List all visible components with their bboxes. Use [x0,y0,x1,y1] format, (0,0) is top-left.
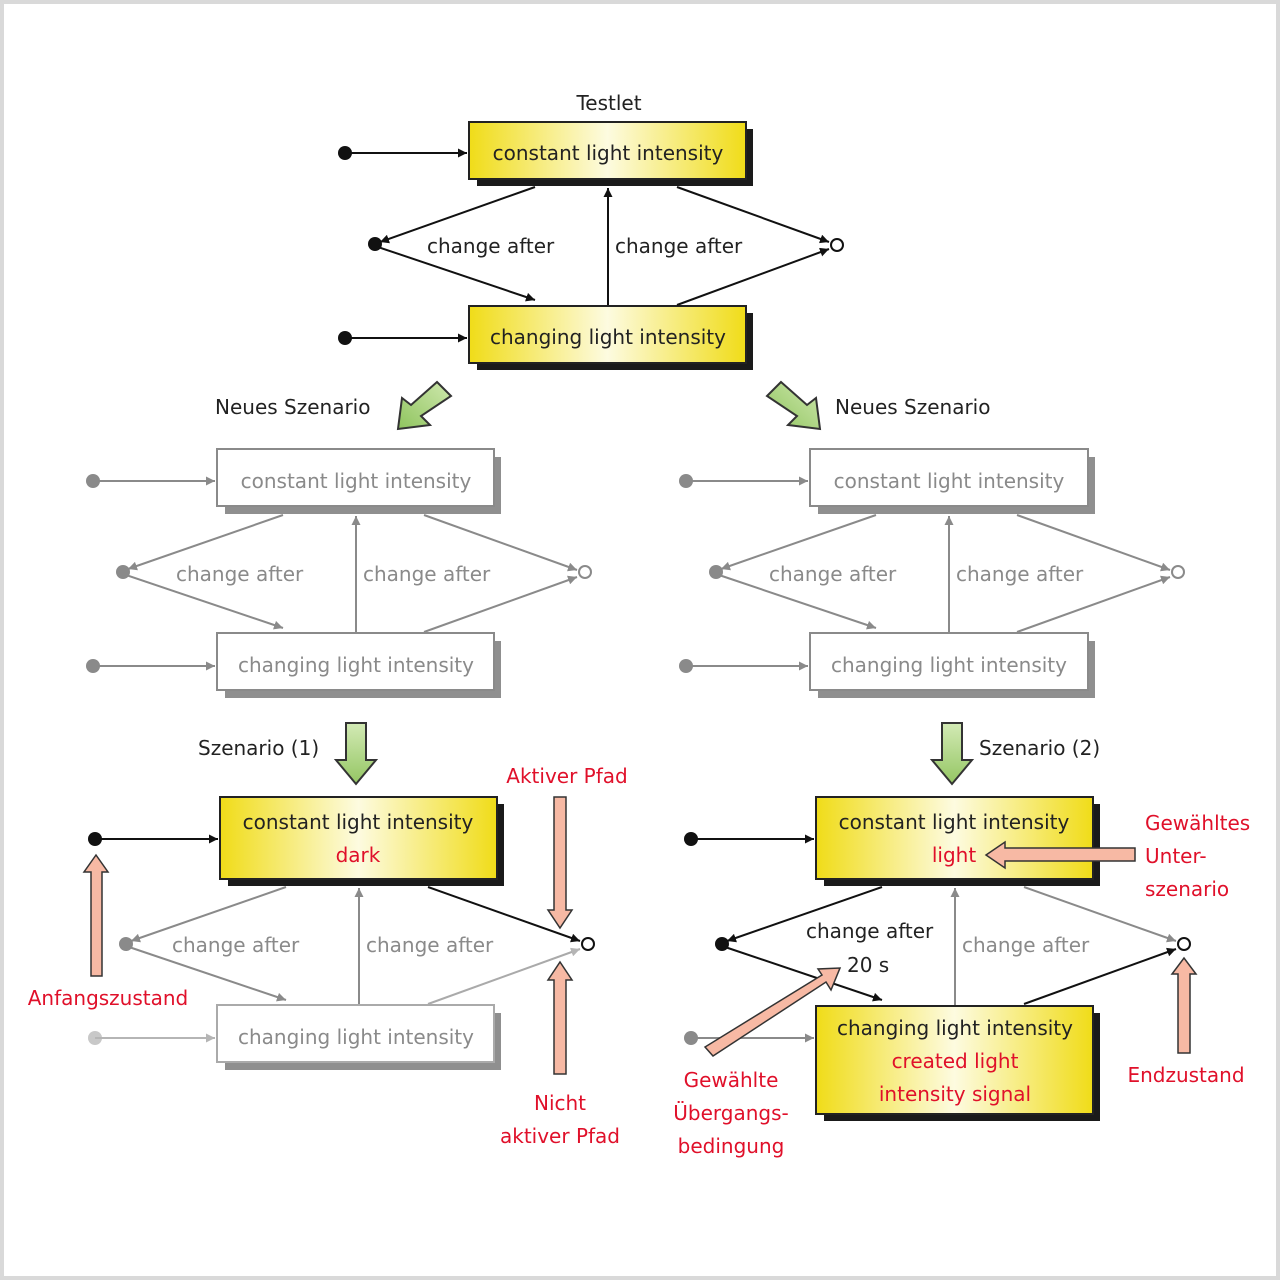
transition-arrow [377,246,536,302]
state-changing-light-intensity: changing light intensity [809,632,1095,698]
state-changing-light-intensity: changing light intensity [216,632,501,698]
transition-arrow [676,186,830,244]
new-scenario-label: Neues Szenario [835,395,990,419]
testlet-diagram: Testlet constant light intensity changin… [338,91,844,370]
final-state-annotation: Endzustand [1127,1063,1244,1087]
transition-arrow-active [726,886,883,943]
transition-label: change after [172,933,300,957]
sub-scenario-label: dark [336,843,381,867]
junction-dot [709,565,723,579]
transition-arrow [130,886,287,943]
chosen-transition-label: bedingung [678,1134,785,1158]
initial-state-annotation: Anfangszustand [28,986,189,1010]
chosen-subscenario-label: Gewähltes [1145,811,1250,835]
inactive-path-label: Nicht [534,1091,586,1115]
transition-arrow [423,514,578,572]
final-state-circle [581,937,595,951]
salmon-arrow-icon [82,853,110,977]
scenario-1: Szenario (1) constant light intensity da… [28,722,628,1148]
state-label: changing light intensity [238,1025,474,1049]
state-label: constant light intensity [241,469,472,493]
state-constant-light-intensity-active: constant light intensity dark [219,796,504,886]
transition-label: change after [427,234,555,258]
junction-dot [119,937,133,951]
transition-arrow-active [427,886,581,943]
scenario-2: Szenario (2) constant light intensity li… [673,722,1250,1158]
scenario-label: Szenario (1) [198,736,319,760]
junction-dot [368,237,382,251]
chosen-transition-label: Gewählte [684,1068,779,1092]
state-changing-light-intensity: changing light intensity [216,1004,501,1070]
chosen-subscenario-label: Unter- [1145,844,1207,868]
state-label: constant light intensity [839,810,1070,834]
final-state-circle [1177,937,1191,951]
transition-arrow-active [724,946,883,1002]
transition-label: change after [366,933,494,957]
transition-arrow-inactive [427,947,581,1005]
chosen-transition-label: Übergangs- [673,1101,788,1125]
salmon-arrow-icon [703,967,842,1057]
state-constant-light-intensity: constant light intensity [809,448,1095,514]
transition-arrow [676,247,830,306]
state-changing-light-intensity-active: changing light intensity created light i… [815,1005,1100,1121]
transition-arrow [379,186,536,244]
green-down-arrow-icon [929,722,975,786]
scenario-copy-left: constant light intensity changing light … [86,448,592,698]
junction-dot [116,565,130,579]
transition-label: change after [806,919,934,943]
transition-arrow [127,514,284,571]
transition-time-label: 20 s [847,953,889,977]
state-label: changing light intensity [837,1016,1073,1040]
state-changing-light-intensity: changing light intensity [468,305,753,370]
new-scenario-left: Neues Szenario [215,380,453,431]
sub-scenario-label: intensity signal [879,1082,1031,1106]
transition-label: change after [769,562,897,586]
transition-arrow [720,514,877,571]
state-label: constant light intensity [243,810,474,834]
transition-arrow-inactive [1023,886,1177,943]
transition-arrow [718,574,877,630]
transition-arrow [125,574,284,630]
green-arrow-icon [396,380,453,431]
salmon-arrow-icon [546,960,574,1075]
green-arrow-icon [765,380,822,431]
transition-arrow [128,946,287,1002]
transition-label: change after [176,562,304,586]
state-label: changing light intensity [490,325,726,349]
testlet-title: Testlet [575,91,641,115]
sub-scenario-label: light [932,843,976,867]
green-down-arrow-icon [333,722,379,786]
state-label: changing light intensity [238,653,474,677]
transition-arrow [1016,575,1171,633]
state-label: constant light intensity [834,469,1065,493]
transition-arrow-active [1023,947,1177,1005]
sub-scenario-label: created light [892,1049,1019,1073]
salmon-arrow-icon [546,796,574,930]
scenario-label: Szenario (2) [979,736,1100,760]
transition-label: change after [615,234,743,258]
chosen-subscenario-label: szenario [1145,877,1229,901]
salmon-arrow-icon [1170,956,1198,1054]
transition-label: change after [962,933,1090,957]
final-state-circle [1171,565,1185,579]
state-constant-light-intensity-active: constant light intensity light [815,796,1100,886]
state-label: constant light intensity [493,141,724,165]
transition-arrow [1016,514,1171,572]
final-state-circle [830,238,844,252]
salmon-arrow-icon [984,840,1136,870]
new-scenario-label: Neues Szenario [215,395,370,419]
transition-label: change after [956,562,1084,586]
junction-dot [715,937,729,951]
transition-label: change after [363,562,491,586]
new-scenario-right: Neues Szenario [765,380,990,431]
state-constant-light-intensity: constant light intensity [468,121,753,186]
active-path-label: Aktiver Pfad [506,764,627,788]
state-constant-light-intensity: constant light intensity [216,448,501,514]
transition-arrow [423,575,578,633]
final-state-circle [578,565,592,579]
scenario-copy-right: constant light intensity changing light … [679,448,1185,698]
inactive-path-label: aktiver Pfad [500,1124,620,1148]
state-label: changing light intensity [831,653,1067,677]
